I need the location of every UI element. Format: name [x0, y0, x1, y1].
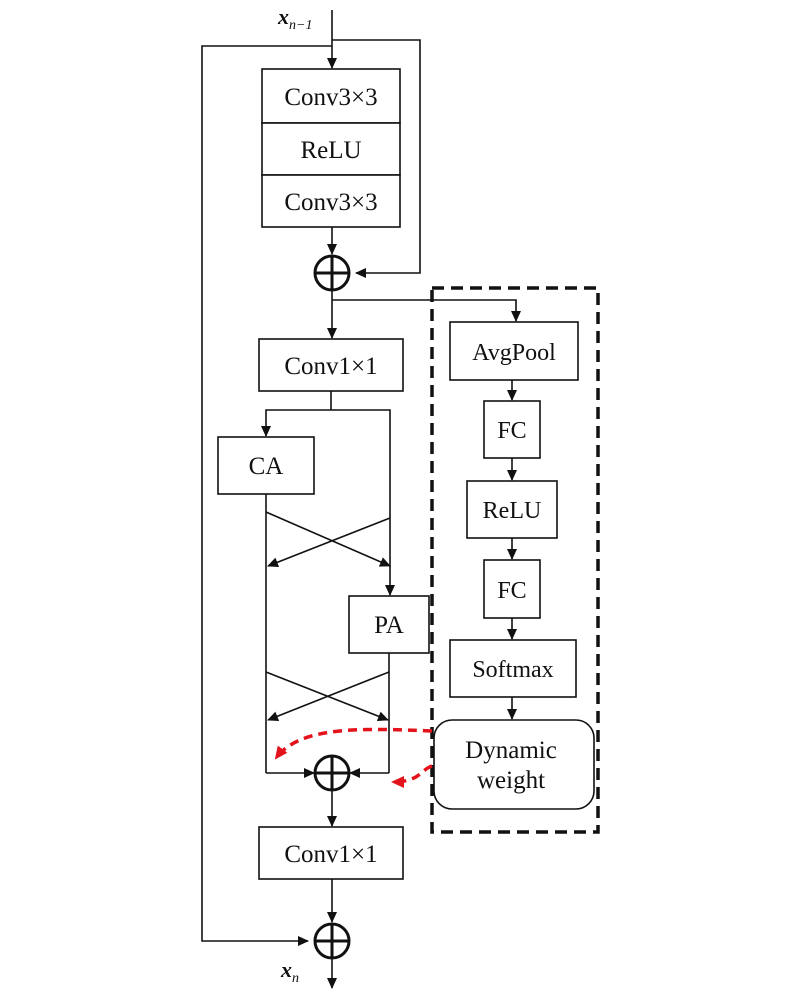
fc-block-1	[483, 400, 541, 459]
sum-node-2	[313, 754, 351, 792]
ca-block-label: CA	[249, 453, 284, 480]
attention-relu-block	[466, 480, 558, 539]
avgpool-block	[449, 321, 579, 381]
conv1x1-block-top	[258, 338, 404, 392]
inner-skip-connection	[332, 39, 421, 278]
conv3x3-block-2-label: Conv3×3	[284, 189, 377, 216]
avgpool-block-label: AvgPool	[472, 340, 556, 366]
conv3x3-block-1	[261, 68, 401, 124]
fc-block-1-label: FC	[497, 418, 526, 444]
conv1x1-block-bottom	[258, 826, 404, 880]
split-to-ca-arrow	[261, 409, 331, 437]
dynamic-weight-module-frame	[430, 286, 600, 834]
pa-block	[348, 595, 430, 654]
conv3x3-block-2	[261, 174, 401, 228]
sum1-to-avgpool-arrow	[332, 299, 521, 322]
conv3x3-block-1-label: Conv3×3	[284, 84, 377, 111]
sum-node-3	[313, 922, 351, 960]
relu-block-label: ReLU	[300, 137, 361, 164]
dynamic-weight-label-line1: Dynamic	[465, 737, 557, 764]
input-label: xn−1	[277, 4, 312, 33]
right-to-left-cross	[267, 671, 390, 721]
conv1x1-block-bottom-label: Conv1×1	[284, 841, 377, 868]
outer-skip-connection	[201, 45, 332, 946]
dynamic-weight-to-right-path-arrow	[391, 764, 433, 788]
ca-to-pa-cross	[265, 511, 391, 567]
dynamic-weight-label-line2: weight	[477, 767, 545, 794]
pa-path-to-left-cross	[267, 517, 391, 567]
split-to-pa-arrow	[331, 409, 395, 596]
attention-relu-block-label: ReLU	[483, 498, 542, 524]
fc-block-2-label: FC	[497, 578, 526, 604]
softmax-block	[449, 639, 577, 698]
dynamic-weight-block	[433, 719, 595, 810]
conv1x1-block-top-label: Conv1×1	[284, 353, 377, 380]
pa-block-label: PA	[374, 612, 404, 639]
sum-node-1	[313, 254, 351, 292]
output-label: xn	[280, 957, 299, 986]
dynamic-weight-to-left-path-arrow	[274, 727, 433, 760]
softmax-block-label: Softmax	[472, 657, 553, 683]
